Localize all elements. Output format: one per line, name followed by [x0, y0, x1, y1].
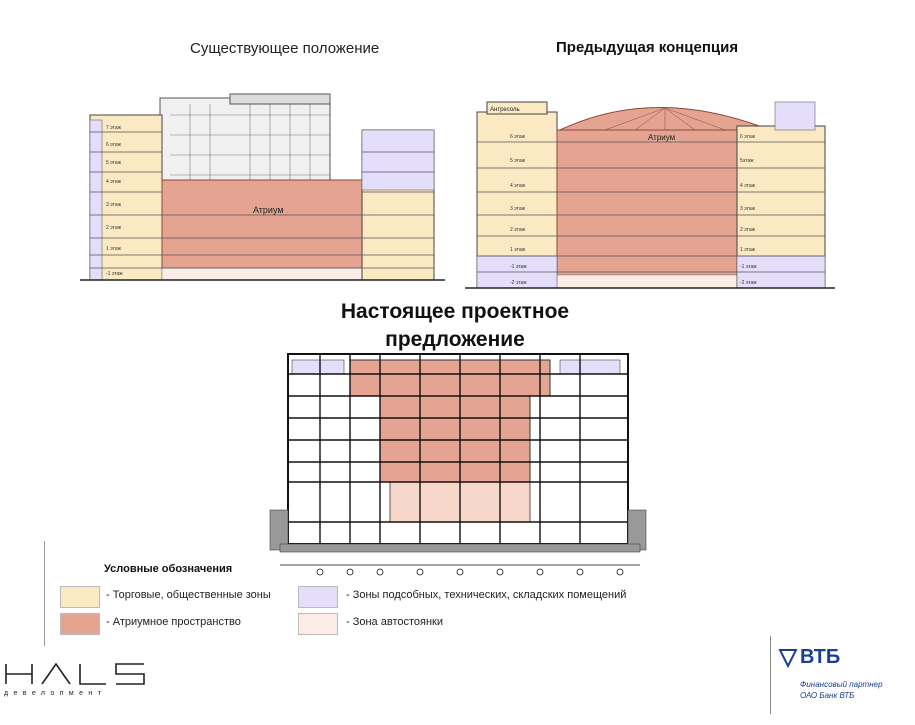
current-floor-lines	[288, 373, 628, 523]
existing-facade-windows	[170, 104, 330, 180]
legend-divider	[44, 541, 45, 646]
previous-right-floor-label: -2 этаж	[740, 280, 757, 286]
current-foundation	[269, 509, 647, 553]
legend-label-service: - Зоны подсобных, технических, складских…	[346, 589, 627, 601]
previous-left-floor-label: 1 этаж	[510, 247, 526, 253]
current-axis-markers	[316, 568, 624, 576]
previous-right-floor-label: 2 этаж	[740, 227, 756, 233]
vtb-partner-line: Финансовый партнер	[800, 680, 883, 689]
title-existing-state: Существующее положение	[190, 40, 380, 57]
previous-left-floor-label: 3 этаж	[510, 206, 526, 212]
previous-right-floor-label: 4 этаж	[740, 183, 756, 189]
previous-dome-ribs	[604, 107, 726, 131]
title-previous-concept: Предыдущая концепция	[556, 39, 739, 56]
existing-facade-tower	[229, 93, 331, 105]
previous-left-floor-label: 2 этаж	[510, 227, 526, 233]
legend-swatch-parking	[298, 613, 338, 635]
legend-label-parking: - Зона автостоянки	[346, 616, 444, 628]
title-current-proposal: Настоящее проектное предложение	[300, 298, 610, 354]
previous-left-floor-label: 5 этаж	[510, 158, 526, 164]
hals-subtitle: девелопмент	[4, 690, 107, 697]
legend-title: Условные обозначения	[104, 563, 233, 575]
existing-floor-label: -1 этаж	[106, 271, 123, 277]
previous-mezzanine	[486, 101, 548, 115]
previous-concept-drawing: Антресоль Атриум 6 этаж 5 этаж 4 этаж 3 …	[465, 101, 835, 289]
previous-left-floor-label: -1 этаж	[510, 264, 527, 270]
existing-floor-label: 2 этаж	[106, 225, 122, 231]
previous-left-floor-label: 6 этаж	[510, 134, 526, 140]
existing-floor-label: 4 этаж	[106, 179, 122, 185]
current-proposal-drawing	[269, 353, 647, 576]
previous-mid-base	[556, 274, 738, 289]
previous-right-floor-label: 5этаж	[740, 158, 754, 164]
existing-floor-label: 1 этаж	[106, 246, 122, 252]
previous-right-floor-label: -1 этаж	[740, 264, 757, 270]
previous-right-floor-label: 6 этаж	[740, 134, 756, 140]
existing-right-service	[361, 129, 435, 191]
existing-section-drawing: Атриум 7 этаж 6 этаж 5 этаж 4 этаж 3 эта…	[80, 93, 445, 281]
vtb-logo-box	[770, 636, 911, 714]
current-top-service-right	[559, 359, 621, 375]
title-current-line1: Настоящее проектное	[340, 300, 570, 323]
current-top-service-left	[291, 359, 345, 375]
previous-left-floor-label: 4 этаж	[510, 183, 526, 189]
vtb-name: ВТБ	[800, 646, 841, 668]
existing-lower-mid	[161, 267, 363, 281]
hals-logo	[5, 662, 145, 685]
legend-label-retail: - Торговые, общественные зоны	[106, 589, 271, 601]
vtb-bank-line: ОАО Банк ВТБ	[800, 691, 855, 700]
existing-floor-label: 3 этаж	[106, 202, 122, 208]
current-atrium	[379, 395, 531, 483]
legend-label-atrium: - Атриумное пространство	[106, 616, 241, 628]
existing-floor-lines	[90, 131, 434, 269]
existing-floor-label: 6 этаж	[106, 142, 122, 148]
current-columns	[319, 354, 581, 544]
previous-atrium	[556, 129, 738, 276]
previous-right-floor-label: 3 этаж	[740, 206, 756, 212]
existing-floor-label: 5 этаж	[106, 160, 122, 166]
legend-swatch-service	[298, 586, 338, 608]
previous-mezzanine-label: Антресоль	[490, 107, 520, 113]
vtb-emblem-icon	[778, 649, 798, 668]
previous-left-floor-label: -2 этаж	[510, 280, 527, 286]
legend-swatch-retail	[60, 586, 100, 608]
previous-atrium-label: Атриум	[648, 133, 675, 142]
existing-atrium-label: Атриум	[253, 205, 284, 215]
previous-floor-lines	[477, 141, 825, 273]
existing-left-service	[89, 119, 103, 281]
previous-right-floor-label: 1 этаж	[740, 247, 756, 253]
previous-right-service	[774, 101, 816, 131]
title-current-line2: предложение	[385, 328, 525, 351]
legend-swatch-atrium	[60, 613, 100, 635]
existing-floor-label: 7 этаж	[106, 125, 122, 131]
